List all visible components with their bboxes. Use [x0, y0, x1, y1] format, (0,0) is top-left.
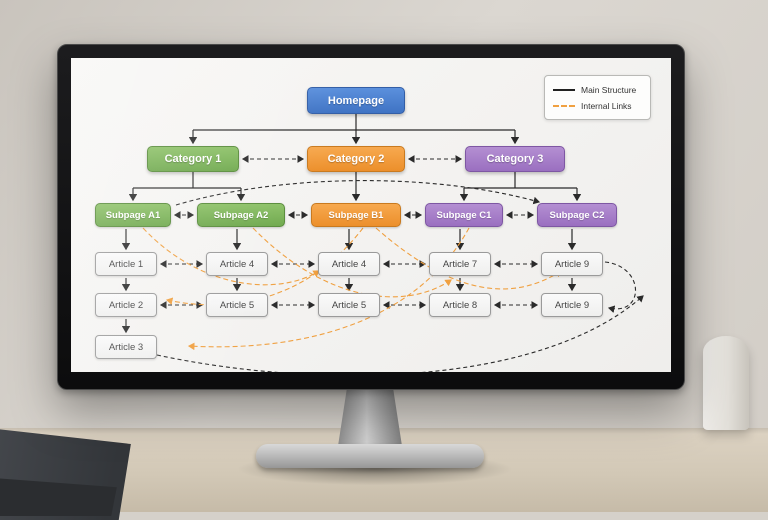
- monitor-bezel: Main Structure Internal Links Homepage C…: [57, 44, 685, 390]
- article-node: Article 7: [429, 252, 491, 276]
- dashed-line-icon: [553, 104, 575, 107]
- screen: Main Structure Internal Links Homepage C…: [71, 58, 671, 372]
- node-subpage-a2: Subpage A2: [197, 203, 285, 227]
- article-node: Article 3: [95, 335, 157, 359]
- legend-label: Internal Links: [581, 100, 632, 111]
- article-node: Article 1: [95, 252, 157, 276]
- article-node: Article 4: [318, 252, 380, 276]
- node-subpage-c2: Subpage C2: [537, 203, 617, 227]
- monitor-stand-base: [256, 444, 484, 468]
- article-node: Article 2: [95, 293, 157, 317]
- article-node: Article 9: [541, 252, 603, 276]
- legend: Main Structure Internal Links: [544, 75, 651, 120]
- monitor-stand-neck: [338, 388, 402, 446]
- node-category-2: Category 2: [307, 146, 405, 172]
- article-node: Article 5: [318, 293, 380, 317]
- article-node: Article 8: [429, 293, 491, 317]
- node-subpage-a1: Subpage A1: [95, 203, 171, 227]
- article-node: Article 9: [541, 293, 603, 317]
- legend-item-internal-links: Internal Links: [553, 101, 642, 111]
- article-node: Article 4: [206, 252, 268, 276]
- node-subpage-b1: Subpage B1: [311, 203, 401, 227]
- legend-label: Main Structure: [581, 84, 637, 95]
- speaker-cylinder: [703, 336, 749, 430]
- node-homepage: Homepage: [307, 87, 405, 114]
- node-category-1: Category 1: [147, 146, 239, 172]
- node-category-3: Category 3: [465, 146, 565, 172]
- article-node: Article 5: [206, 293, 268, 317]
- node-subpage-c1: Subpage C1: [425, 203, 503, 227]
- legend-item-main-structure: Main Structure: [553, 85, 642, 95]
- solid-line-icon: [553, 88, 575, 91]
